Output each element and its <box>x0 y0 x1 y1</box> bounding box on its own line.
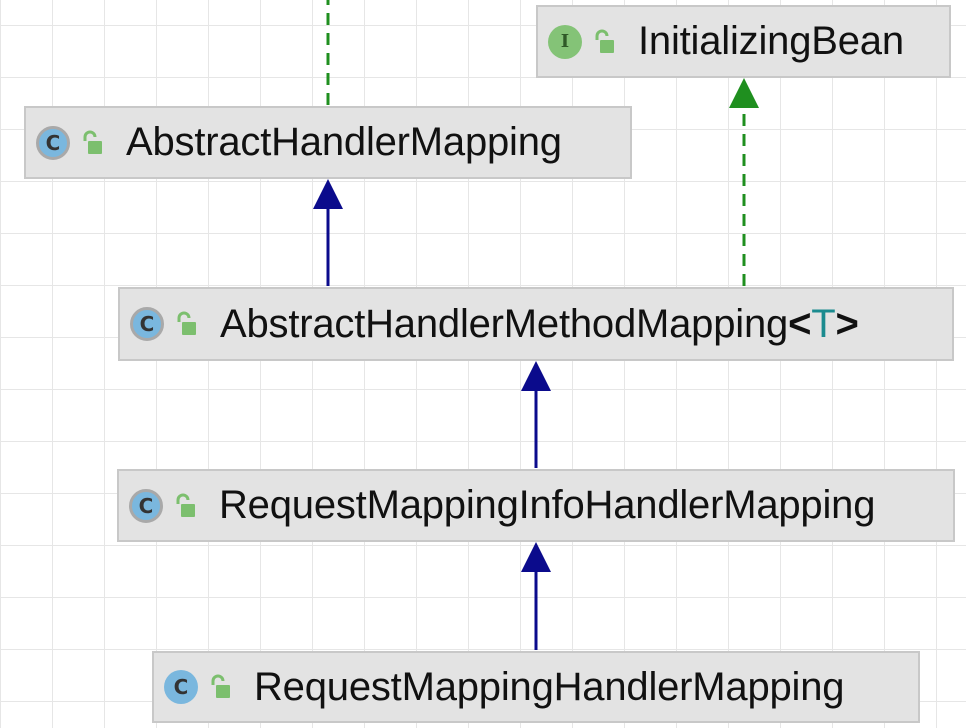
type-open-bracket: < <box>788 301 812 346</box>
class-icon: C <box>164 670 198 704</box>
extends-arrowhead <box>521 361 551 391</box>
node-name: RequestMappingHandlerMapping <box>254 664 845 709</box>
public-lock-icon <box>176 493 195 517</box>
extends-arrowhead <box>521 542 551 572</box>
node-abstracthandlermethodmapping[interactable]: C AbstractHandlerMethodMapping<T> <box>118 287 954 361</box>
node-name: AbstractHandlerMapping <box>126 120 562 164</box>
type-close-bracket: > <box>835 301 859 346</box>
public-lock-icon <box>211 674 230 698</box>
node-name: InitializingBean <box>638 19 904 63</box>
public-lock-icon <box>595 29 614 53</box>
interface-icon: I <box>548 24 582 59</box>
abstract-class-icon: C <box>129 488 163 523</box>
abstract-class-icon: C <box>130 307 164 341</box>
extends-arrowhead <box>313 179 343 209</box>
abstract-class-icon: C <box>36 125 70 160</box>
class-name: AbstractHandlerMethodMapping <box>220 301 789 346</box>
node-requestmappinginfohandlermapping[interactable]: C RequestMappingInfoHandlerMapping <box>117 469 955 542</box>
public-lock-icon <box>177 311 196 335</box>
node-initializingbean[interactable]: I InitializingBean <box>536 5 951 78</box>
node-abstracthandlermapping[interactable]: C AbstractHandlerMapping <box>24 106 632 179</box>
node-name: RequestMappingInfoHandlerMapping <box>219 483 876 527</box>
node-requestmappinghandlermapping[interactable]: C RequestMappingHandlerMapping <box>152 651 920 723</box>
implements-arrowhead <box>729 78 759 108</box>
type-parameter: T <box>811 301 836 346</box>
node-name: AbstractHandlerMethodMapping<T> <box>220 302 859 347</box>
public-lock-icon <box>83 130 102 154</box>
